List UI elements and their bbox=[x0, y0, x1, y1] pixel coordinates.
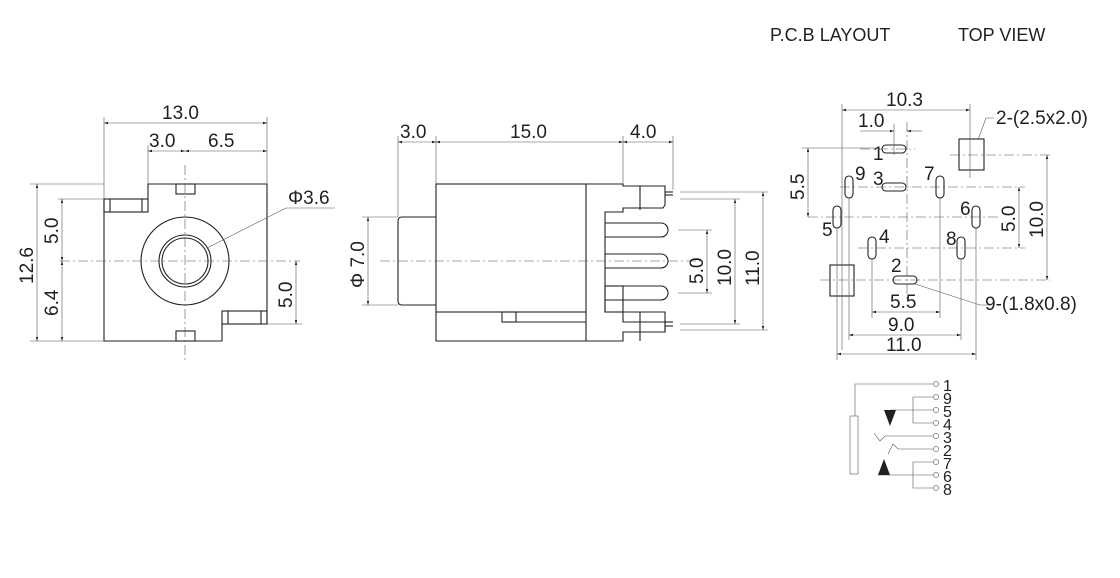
schematic-pin-label: 1 bbox=[943, 378, 952, 395]
schematic-pin-label: 2 bbox=[943, 443, 952, 460]
dim-pcb-h2: 9.0 bbox=[888, 315, 914, 336]
terminal-6 bbox=[933, 472, 939, 478]
dim-span: 10.0 bbox=[715, 249, 736, 286]
pin-label-6: 6 bbox=[960, 199, 971, 220]
dim-pcb-v-right: 10.0 bbox=[1027, 201, 1048, 238]
dim-diameter: Φ 7.0 bbox=[348, 241, 369, 288]
pcb-layout-title: P.C.B LAYOUT bbox=[770, 25, 890, 45]
dim-body: 15.0 bbox=[510, 122, 547, 143]
dim-hole: Φ3.6 bbox=[288, 188, 330, 209]
pad-note: 2-(2.5x2.0) bbox=[996, 108, 1088, 129]
pin-label-1: 1 bbox=[873, 144, 884, 165]
dim-pcb-h3: 11.0 bbox=[886, 335, 922, 356]
dim-height: 12.6 bbox=[17, 247, 38, 284]
dim-bush: 3.0 bbox=[400, 122, 426, 143]
dim-right-pin: 5.0 bbox=[276, 282, 297, 308]
pin-label-8: 8 bbox=[946, 229, 957, 250]
dim-pcb-v-mid: 5.0 bbox=[999, 206, 1020, 232]
terminal-4 bbox=[933, 420, 939, 426]
schematic-pin-label: 7 bbox=[943, 456, 952, 473]
side-view: 3.0 15.0 4.0 Φ 7.0 5.0 10.0 11.0 bbox=[348, 122, 768, 342]
dim-offset-left: 3.0 bbox=[149, 131, 175, 152]
schematic-pin-label: 9 bbox=[943, 391, 952, 408]
terminal-9 bbox=[933, 394, 939, 400]
terminal-3 bbox=[933, 433, 939, 439]
dim-upper: 5.0 bbox=[42, 218, 63, 244]
schematic-pin-label: 5 bbox=[943, 404, 952, 421]
schematic-pin-label: 8 bbox=[943, 482, 952, 499]
front-view: 13.0 3.0 6.5 12.6 5.0 6.4 5.0 Φ3.6 bbox=[17, 103, 335, 360]
terminal-7 bbox=[933, 459, 939, 465]
dim-pcb-h1: 5.5 bbox=[890, 292, 916, 313]
dim-pcb-v-left: 5.5 bbox=[788, 174, 809, 200]
slot-note: 9-(1.8x0.8) bbox=[985, 294, 1077, 315]
schematic-pin-label: 4 bbox=[943, 417, 952, 434]
pin-label-9: 9 bbox=[855, 164, 866, 185]
dim-lower: 6.4 bbox=[42, 289, 63, 316]
pin-label-7: 7 bbox=[924, 164, 935, 185]
dim-pcb-width: 10.3 bbox=[886, 90, 923, 111]
schematic-pin-label: 6 bbox=[943, 469, 952, 486]
pin-label-5: 5 bbox=[822, 220, 833, 241]
pcb-layout: 1 3 9 7 5 6 4 8 2 10.3 1.0 2-(2.5x2.0) 9… bbox=[788, 90, 1088, 360]
dim-total: 11.0 bbox=[743, 250, 764, 286]
dim-width: 13.0 bbox=[162, 103, 199, 124]
dim-offset-right: 6.5 bbox=[208, 131, 234, 152]
dim-pitch: 5.0 bbox=[687, 258, 708, 284]
pin-label-2: 2 bbox=[891, 256, 902, 277]
terminal-2 bbox=[933, 446, 939, 452]
terminal-1 bbox=[933, 381, 939, 387]
top-view-title: TOP VIEW bbox=[958, 25, 1045, 45]
pin-label-4: 4 bbox=[879, 227, 890, 248]
dim-pcb-offset: 1.0 bbox=[858, 111, 884, 132]
terminal-5 bbox=[933, 407, 939, 413]
terminal-8 bbox=[933, 485, 939, 491]
pin-label-3: 3 bbox=[873, 169, 884, 190]
dim-pins: 4.0 bbox=[630, 122, 656, 143]
schematic-pin-label: 3 bbox=[943, 430, 952, 447]
